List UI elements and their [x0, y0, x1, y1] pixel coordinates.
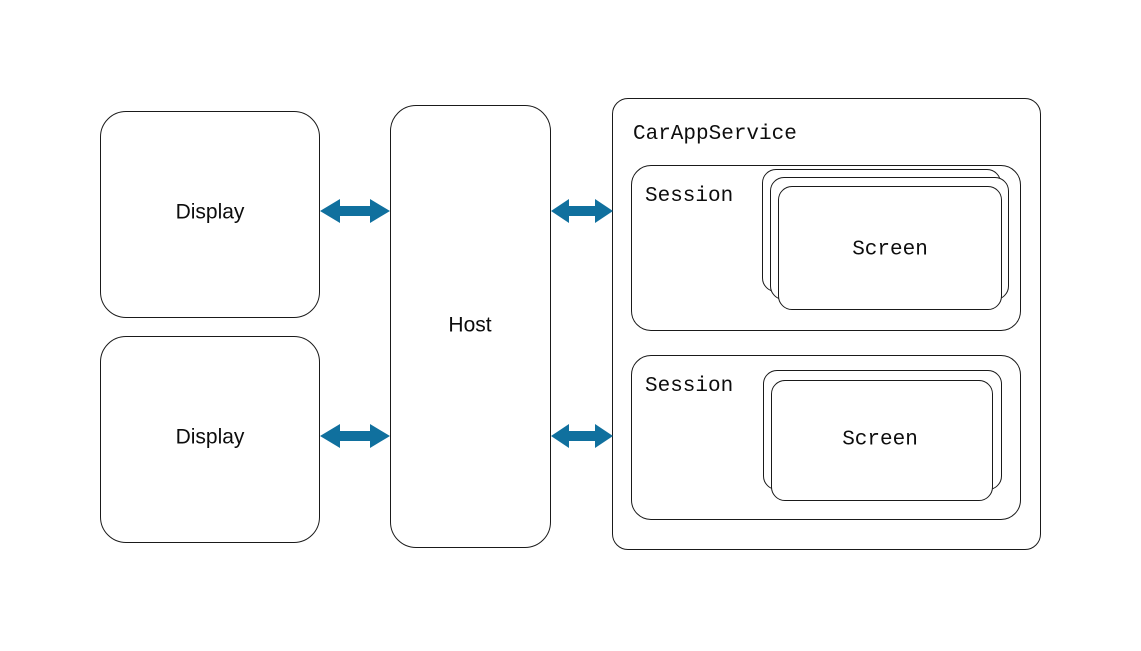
session-bottom-label: Session — [645, 375, 734, 398]
display-node-bottom — [100, 336, 320, 543]
display-node-top — [100, 111, 320, 318]
screen-bottom-label: Screen — [842, 428, 918, 452]
screen-card-front-bottom — [771, 380, 993, 501]
screen-card-front-top — [778, 186, 1002, 310]
arrow-host-to-session-top — [551, 196, 613, 226]
display-top-label: Display — [175, 200, 245, 224]
display-bottom-label: Display — [175, 425, 245, 449]
session-top-label: Session — [645, 185, 734, 208]
car-app-service-label: CarAppService — [633, 123, 797, 146]
arrow-display-top-to-host — [320, 196, 390, 226]
screen-top-label: Screen — [852, 238, 928, 262]
arrow-display-bottom-to-host — [320, 421, 390, 451]
host-label: Host — [448, 313, 492, 337]
host-node — [390, 105, 551, 548]
arrow-host-to-session-bottom — [551, 421, 613, 451]
